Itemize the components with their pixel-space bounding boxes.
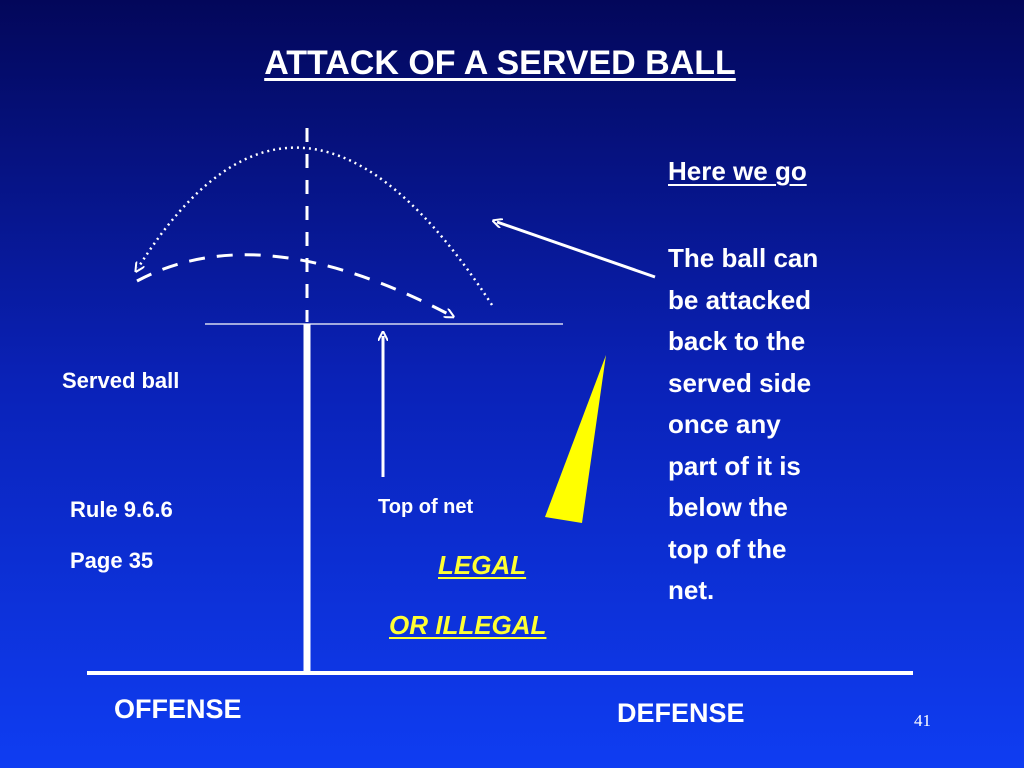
explanation-heading: Here we go — [668, 156, 807, 186]
ball-path-dashed — [136, 253, 450, 315]
slide-number: 41 — [914, 711, 931, 730]
explanation-line: once any — [668, 409, 781, 439]
explanation-line: The ball can — [668, 243, 819, 273]
offense-label: OFFENSE — [114, 694, 242, 724]
explanation-line: served side — [668, 367, 812, 398]
or-illegal-label: OR ILLEGAL — [389, 610, 547, 640]
explanation-line: back to the — [668, 326, 806, 356]
ball-path-dotted — [138, 146, 494, 306]
explanation-line: net. — [668, 575, 715, 605]
explanation-line: be attacked — [668, 284, 812, 315]
pointer-arrow — [497, 222, 656, 279]
explanation-line: top of the — [668, 533, 787, 564]
explanation-text: The ball can be attacked back to the ser… — [668, 238, 908, 612]
rule-reference: Rule 9.6.6 — [70, 497, 173, 522]
explanation-line: below the — [668, 492, 788, 522]
defense-label: DEFENSE — [617, 698, 745, 728]
slide-title: ATTACK OF A SERVED BALL — [264, 44, 736, 82]
served-ball-label: Served ball — [62, 368, 180, 393]
explanation-line: part of it is — [668, 450, 801, 481]
page-reference: Page 35 — [70, 548, 154, 573]
legal-label: LEGAL — [438, 550, 527, 580]
top-of-net-label: Top of net — [378, 496, 474, 518]
yellow-wedge — [545, 355, 606, 523]
